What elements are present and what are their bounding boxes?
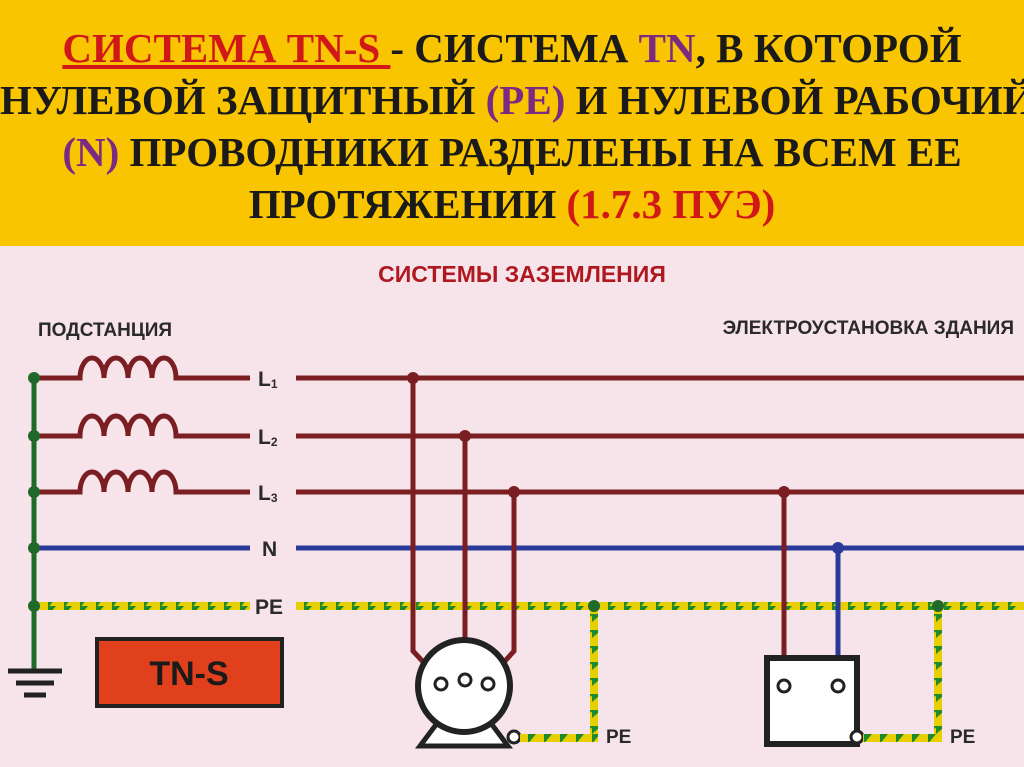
header-line-4: ПРОТЯЖЕНИИ (1.7.3 ПУЭ) [0, 178, 1024, 230]
winding-l1-icon [34, 355, 250, 381]
header-dash: - СИСТЕМА [390, 25, 639, 71]
conductor-label-n: N [262, 538, 277, 561]
diagram-title: СИСТЕМЫ ЗАЗЕМЛЕНИЯ [378, 261, 666, 287]
winding-l3-icon [34, 469, 250, 495]
header-ref: (1.7.3 ПУЭ) [566, 181, 776, 227]
conductor-label-pe: PE [255, 596, 283, 619]
badge-label: TN-S [149, 655, 228, 693]
device-pe-drop [934, 606, 942, 738]
header-pe: (PE) [485, 77, 566, 123]
conductor-label-l3: L3 [258, 482, 278, 505]
motor-pe-label: PE [606, 727, 631, 748]
pe-stub [34, 602, 250, 610]
building-label: ЭЛЕКТРОУСТАНОВКА ЗДАНИЯ [723, 318, 1014, 339]
header-line-3: (N) ПРОВОДНИКИ РАЗДЕЛЕНЫ НА ВСЕМ ЕЕ [0, 126, 1024, 178]
device-pe-label: PE [950, 727, 975, 748]
header-line-1: СИСТЕМА TN-S - СИСТЕМА TN, В КОТОРОЙ [0, 22, 1024, 74]
substation-ground-bus [8, 378, 62, 698]
header-line4-a: ПРОТЯЖЕНИИ [248, 181, 567, 227]
grounding-diagram: СИСТЕМЫ ЗАЗЕМЛЕНИЯ ПОДСТАНЦИЯ ЭЛЕКТРОУСТ… [8, 261, 1024, 749]
header-banner: СИСТЕМА TN-S - СИСТЕМА TN, В КОТОРОЙ НУЛ… [0, 0, 1024, 246]
device-icon [764, 655, 865, 747]
motor-icon [415, 637, 522, 749]
device-pe-link [863, 734, 942, 742]
transformer-windings [34, 355, 250, 495]
header-line-2: НУЛЕВОЙ ЗАЩИТНЫЙ (PE) И НУЛЕВОЙ РАБОЧИЙ [0, 74, 1024, 126]
substation-label: ПОДСТАНЦИЯ [38, 320, 172, 341]
motor-taps [410, 378, 517, 682]
conductor-label-l1: L1 [258, 368, 278, 391]
header-term: СИСТЕМА TN-S [62, 25, 391, 71]
header-n: (N) [62, 129, 120, 175]
header-line2-a: НУЛЕВОЙ ЗАЩИТНЫЙ [0, 77, 486, 123]
main-conductors [296, 375, 1024, 610]
motor-pe-link [520, 734, 598, 742]
winding-l2-icon [34, 413, 250, 439]
header-line3-rest: ПРОВОДНИКИ РАЗДЕЛЕНЫ НА ВСЕМ ЕЕ [119, 129, 962, 175]
conductor-pe [296, 602, 1024, 610]
header-line2-b: И НУЛЕВОЙ РАБОЧИЙ [565, 77, 1024, 123]
header-tn: TN [638, 25, 696, 71]
bus-junctions [28, 372, 40, 612]
tn-s-badge: TN-S [95, 637, 284, 708]
header-line1-rest: , В КОТОРОЙ [695, 25, 962, 71]
motor-pe-drop [590, 606, 598, 738]
conductor-label-l2: L2 [258, 426, 278, 449]
